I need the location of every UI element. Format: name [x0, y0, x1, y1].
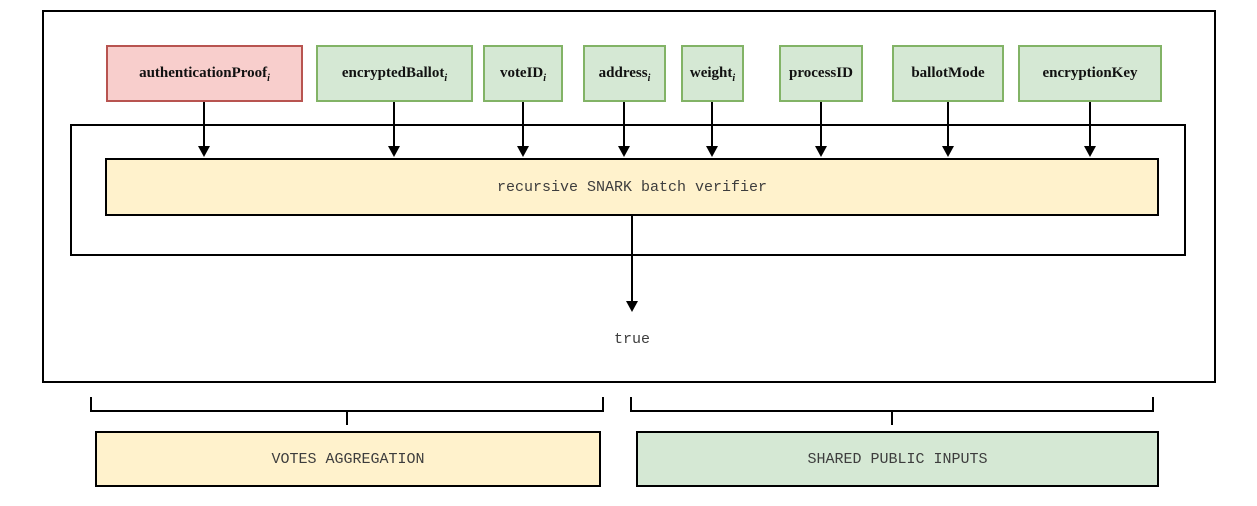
input-arrow-line — [820, 102, 822, 147]
input-label: voteIDi — [499, 65, 547, 84]
input-box-processID: processID — [779, 45, 863, 102]
shared-inputs-label: SHARED PUBLIC INPUTS — [807, 450, 988, 468]
arrow-down-icon — [942, 146, 954, 157]
verifier-box: recursive SNARK batch verifier — [105, 158, 1159, 216]
input-arrow-line — [393, 102, 395, 147]
input-box-encryptionKey: encryptionKey — [1018, 45, 1162, 102]
input-box-weight: weighti — [681, 45, 744, 102]
input-arrow-line — [203, 102, 205, 147]
input-arrow-line — [623, 102, 625, 147]
outer-frame — [42, 10, 1216, 383]
input-label: processID — [789, 65, 853, 81]
arrow-down-icon — [618, 146, 630, 157]
input-arrow-line — [947, 102, 949, 147]
arrow-down-icon — [1084, 146, 1096, 157]
input-box-encryptedBallot: encryptedBalloti — [316, 45, 473, 102]
shared-inputs-box: SHARED PUBLIC INPUTS — [636, 431, 1159, 487]
arrow-down-icon — [388, 146, 400, 157]
verifier-label: recursive SNARK batch verifier — [496, 178, 768, 196]
subscript: i — [543, 73, 547, 84]
input-label: addressi — [598, 65, 651, 84]
output-label: true — [613, 331, 650, 348]
subscript: i — [444, 73, 448, 84]
arrow-down-icon — [815, 146, 827, 157]
input-box-voteID: voteIDi — [483, 45, 563, 102]
subscript: i — [647, 73, 651, 84]
input-box-authenticationProof: authenticationProofi — [106, 45, 303, 102]
arrow-down-icon — [198, 146, 210, 157]
input-arrow-line — [711, 102, 713, 147]
votes-aggregation-label: VOTES AGGREGATION — [271, 450, 425, 468]
input-box-ballotMode: ballotMode — [892, 45, 1004, 102]
arrow-down-icon — [517, 146, 529, 157]
verifier-inner-frame — [70, 124, 1186, 256]
input-label: weighti — [689, 65, 736, 84]
input-label: encryptedBalloti — [341, 65, 448, 84]
subscript: i — [732, 73, 736, 84]
input-label: encryptionKey — [1042, 65, 1138, 81]
subscript: i — [267, 73, 270, 84]
brace-end-tick — [90, 397, 92, 411]
arrow-down-icon — [706, 146, 718, 157]
brace-center-tick — [891, 411, 893, 425]
brace-end-tick — [630, 397, 632, 411]
arrow-down-icon — [626, 301, 638, 312]
input-arrow-line — [522, 102, 524, 147]
brace-center-tick — [346, 411, 348, 425]
input-label: ballotMode — [911, 65, 985, 81]
input-label: authenticationProofi — [139, 65, 270, 84]
input-arrow-line — [1089, 102, 1091, 147]
input-box-address: addressi — [583, 45, 666, 102]
brace-end-tick — [1152, 397, 1154, 411]
brace-end-tick — [602, 397, 604, 411]
output-arrow-line — [631, 216, 633, 302]
votes-aggregation-box: VOTES AGGREGATION — [95, 431, 601, 487]
